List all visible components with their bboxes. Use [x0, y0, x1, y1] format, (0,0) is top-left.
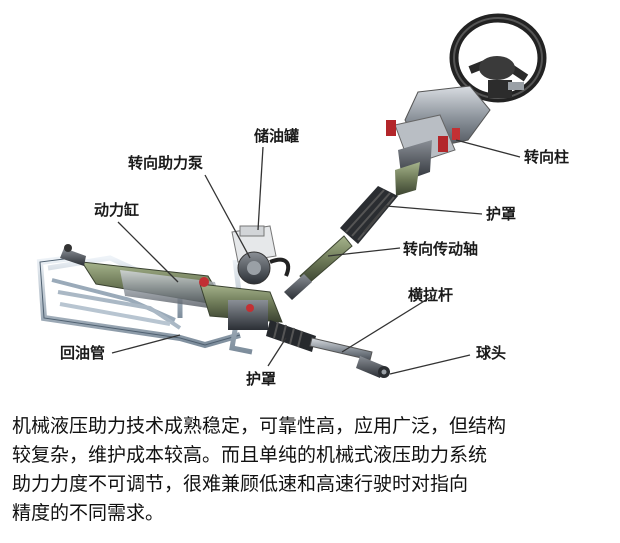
label-cylinder: 动力缸	[94, 201, 140, 219]
intermediate-shaft	[284, 235, 353, 300]
label-boot-upper: 护罩	[486, 205, 517, 223]
lower-boot	[266, 320, 316, 352]
caption-line: 精度的不同需求。	[12, 502, 165, 524]
upper-boot	[340, 186, 398, 244]
steering-wheel	[449, 13, 547, 103]
label-tie-rod: 横拉杆	[408, 286, 454, 304]
left-tie-rod	[60, 244, 86, 266]
caption-line: 助力力度不可调节，很难兼顾低速和高速行驶时对指向	[12, 473, 469, 495]
label-reservoir: 储油罐	[254, 127, 300, 145]
label-pump: 转向助力泵	[128, 154, 204, 172]
label-ball-joint: 球头	[476, 344, 507, 362]
right-tie-rod	[309, 337, 390, 378]
caption-line: 机械液压助力技术成熟稳定，可靠性高，应用广泛，但结构	[12, 415, 507, 437]
pump-assembly	[231, 225, 291, 285]
label-column: 转向柱	[524, 148, 570, 166]
steering-column	[386, 85, 491, 196]
caption-paragraph: 机械液压助力技术成熟稳定，可靠性高，应用广泛，但结构 较复杂，维护成本较高。而且…	[12, 412, 612, 528]
leader-lines	[111, 139, 521, 375]
label-shaft: 转向传动轴	[403, 240, 479, 258]
caption-line: 较复杂，维护成本较高。而且单纯的机械式液压助力系统	[12, 444, 488, 466]
rack-housing	[81, 261, 283, 330]
label-return-pipe: 回油管	[60, 344, 106, 362]
label-boot-lower: 护罩	[246, 370, 277, 388]
steering-system-illustration	[36, 13, 547, 378]
